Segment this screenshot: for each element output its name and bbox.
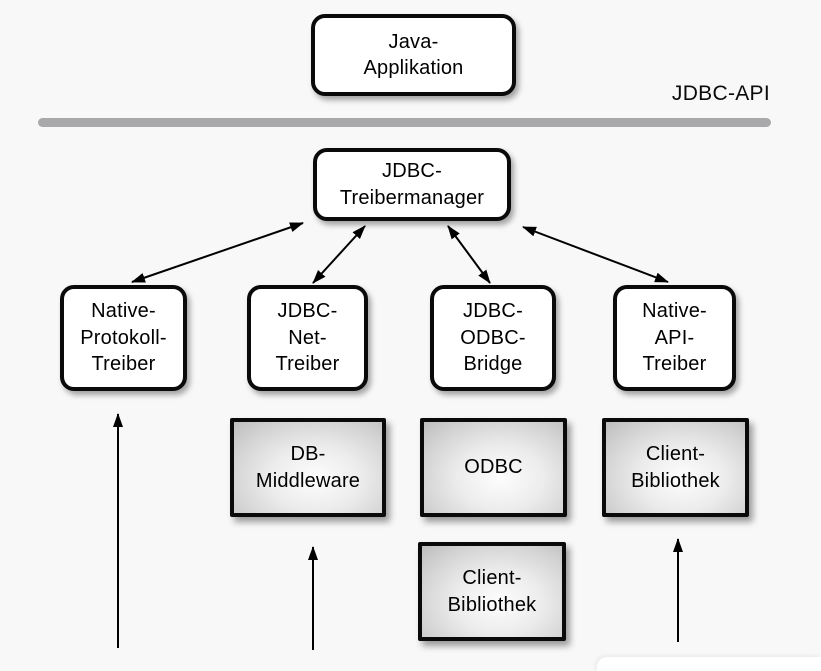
node-db-middleware: DB- Middleware — [230, 418, 386, 517]
node-odbc-label: ODBC — [464, 456, 523, 479]
node-java-applikation: Java- Applikation — [311, 14, 516, 96]
arrow-treibermanager-native-protokoll — [131, 222, 304, 283]
node-native-api-treiber-label: Native- API- Treiber — [642, 300, 707, 376]
node-native-protokoll-treiber: Native- Protokoll- Treiber — [60, 285, 187, 391]
node-db-middleware-label: DB- Middleware — [255, 443, 361, 492]
jdbc-api-label: JDBC-API — [671, 82, 770, 105]
arrow-treibermanager-jdbc-net — [312, 225, 366, 284]
node-jdbc-net-treiber-label: JDBC- Net- Treiber — [275, 300, 340, 376]
node-client-bibliothek-bottom-label: Client- Bibliothek — [447, 567, 537, 616]
node-java-applikation-label: Java- Applikation — [363, 30, 464, 79]
arrow-treibermanager-native-api — [522, 226, 669, 283]
node-odbc: ODBC — [420, 418, 567, 517]
node-client-bibliothek-bottom: Client- Bibliothek — [418, 542, 566, 641]
node-jdbc-treibermanager: JDBC- Treibermanager — [313, 148, 511, 221]
jdbc-api-divider — [38, 118, 771, 127]
node-jdbc-net-treiber: JDBC- Net- Treiber — [247, 285, 368, 391]
node-client-bibliothek-right: Client- Bibliothek — [602, 418, 749, 517]
node-client-bibliothek-right-label: Client- Bibliothek — [631, 443, 720, 492]
node-jdbc-odbc-bridge: JDBC- ODBC- Bridge — [430, 285, 556, 391]
node-native-api-treiber: Native- API- Treiber — [613, 285, 736, 391]
node-native-protokoll-treiber-label: Native- Protokoll- Treiber — [80, 300, 167, 376]
node-jdbc-treibermanager-label: JDBC- Treibermanager — [339, 160, 485, 209]
arrow-treibermanager-jdbc-odbc — [447, 225, 491, 284]
node-jdbc-odbc-bridge-label: JDBC- ODBC- Bridge — [460, 300, 526, 376]
partial-box-bottom-right — [597, 657, 821, 671]
